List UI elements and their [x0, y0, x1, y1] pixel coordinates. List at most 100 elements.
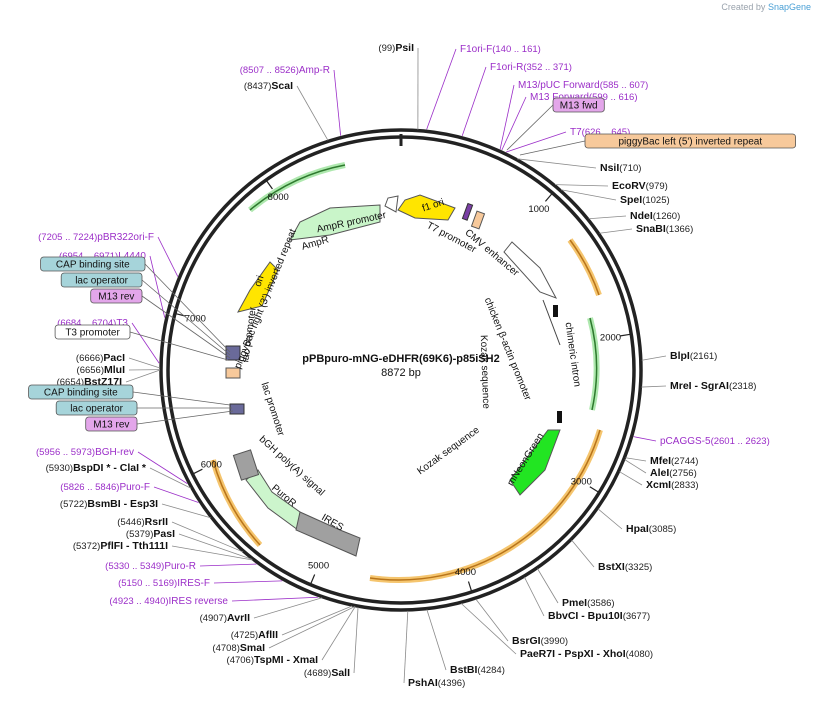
primer-name: F1ori-R: [490, 62, 523, 73]
features: [210, 162, 603, 583]
enzyme-label: HpaI(3085): [626, 523, 676, 535]
enzyme-name: PmeI: [562, 597, 587, 609]
inner-feature-label: Kozak sequence: [415, 425, 482, 478]
plasmid-name: pPBpuro-mNG-eDHFR(69K6)-p85iSH2: [302, 353, 499, 365]
enzyme-position: (5930): [46, 463, 73, 474]
backbone-outer-circle: [159, 128, 643, 612]
primer-name: pCAGGS-5: [660, 436, 711, 447]
plasmid-length: 8872 bp: [381, 367, 421, 379]
primer-leader-line: [506, 131, 567, 153]
enzyme-label: (5722)BsmBI - Esp3I: [60, 498, 158, 510]
enzyme-position: (5446): [117, 517, 144, 528]
enzyme-position: (4706): [227, 655, 254, 666]
primer-label: (6684 .. 6704)T3: [57, 318, 128, 329]
tick-mark: [620, 333, 631, 337]
orf-arc-ampr-core: [249, 164, 346, 211]
enzyme-position: (2161): [690, 351, 717, 362]
inner-feature-label: Kozak sequence: [478, 335, 492, 410]
primer-range: (6954 .. 6971): [59, 251, 118, 262]
primer-name: F1ori-F: [460, 44, 492, 55]
primer-range: (5826 .. 5846): [60, 482, 119, 493]
enzyme-label: (4706)TspMI - XmaI: [227, 654, 319, 666]
primer-label: F1ori-F(140 .. 161): [460, 44, 541, 55]
callout-box: [85, 416, 138, 432]
enzyme-name: MfeI: [650, 455, 671, 467]
enzyme-leader-line: [597, 508, 623, 530]
callout-box: [40, 256, 146, 272]
primer-label: T7(626 .. 645): [570, 127, 630, 138]
tick-label: 8000: [268, 192, 289, 203]
enzyme-name: BsrGI: [512, 635, 541, 647]
enzyme-leader-line: [321, 606, 356, 661]
enzyme-leader-line: [517, 158, 597, 169]
orf-arc-mng-core: [369, 429, 601, 581]
enzyme-name: AflII: [258, 629, 278, 641]
enzyme-leader-line: [426, 609, 447, 671]
callout-label: lac operator: [70, 404, 123, 415]
enzyme-position: (8437): [244, 81, 271, 92]
enzyme-label: (5372)PflFI - Tth111I: [73, 540, 168, 552]
primer-range: (7205 .. 7224): [38, 232, 97, 243]
enzyme-position: (6656): [77, 365, 104, 376]
enzyme-position: (4284): [477, 665, 504, 676]
callout-box: [552, 97, 605, 113]
enzyme-label: SnaBI(1366): [636, 223, 693, 235]
callout-leader-line: [141, 279, 231, 356]
callout-label: T3 promoter: [65, 328, 120, 339]
callout-leader-line: [519, 140, 586, 156]
enzyme-leader-line: [128, 357, 161, 369]
primer-label: F1ori-R(352 .. 371): [490, 62, 572, 73]
primer-leader-line: [426, 48, 457, 130]
callout-leader-line: [129, 331, 229, 361]
primer-range: (5330 .. 5349): [105, 561, 164, 572]
enzyme-label: (5446)RsrII: [117, 516, 168, 528]
primer-leader-line: [199, 563, 257, 567]
primer-label: (6954 .. 6971)L4440: [59, 251, 146, 262]
callout-label: M13 fwd: [560, 101, 598, 112]
primer-name: L4440: [118, 251, 146, 262]
intron-marker-2: [557, 411, 562, 423]
tick-label: 7000: [185, 314, 206, 325]
primer-label: (5826 .. 5846)Puro-F: [60, 482, 150, 493]
lac-stack-2: [229, 403, 245, 415]
enzyme-leader-line: [571, 539, 595, 568]
enzyme-leader-line: [149, 467, 192, 489]
primer-label: (7205 .. 7224)pBR322ori-F: [38, 232, 154, 243]
enzyme-leader-line: [624, 459, 647, 474]
enzyme-position: (4396): [438, 678, 465, 689]
enzyme-label: (99)PsiI: [378, 42, 414, 54]
tick-label: 2000: [600, 332, 621, 343]
enzyme-label: SpeI(1025): [620, 194, 670, 206]
enzyme-label: (4708)SmaI: [212, 642, 265, 654]
primer-labels: F1ori-F(140 .. 161) F1ori-R(352 .. 371) M1…: [36, 44, 770, 607]
enzyme-name: MluI: [104, 364, 125, 376]
primer-label: (5150 .. 5169)IRES-F: [118, 578, 210, 589]
primer-name: pBR322ori-F: [97, 232, 154, 243]
enzyme-leader-line: [353, 607, 359, 674]
tick-mark: [193, 468, 203, 475]
enzyme-leader-line: [555, 184, 609, 187]
tick-mark: [310, 574, 316, 584]
enzyme-position: (4725): [231, 630, 258, 641]
enzyme-leader-line: [641, 385, 667, 388]
enzyme-label: BlpI(2161): [670, 350, 717, 362]
tick-label: 4000: [455, 567, 476, 578]
enzyme-position: (6666): [76, 353, 103, 364]
enzyme-position: (2833): [671, 480, 698, 491]
callout-leader-line: [136, 410, 234, 425]
primer-name: Amp-R: [299, 65, 330, 76]
primer-range: (5150 .. 5169): [118, 578, 177, 589]
enzyme-leader-line: [537, 568, 559, 604]
enzyme-name: SnaBI: [636, 223, 666, 235]
primer-name: T3: [116, 318, 128, 329]
callout-label: M13 rev: [98, 292, 134, 303]
enzyme-label: BstBI(4284): [450, 664, 505, 676]
enzyme-leader-line: [625, 457, 647, 462]
enzyme-name: BsmBI - Esp3I: [87, 498, 158, 510]
orf-arc-cmv-core: [569, 239, 600, 296]
enzyme-position: (2744): [671, 456, 698, 467]
enzyme-position: (4689): [304, 668, 331, 679]
enzyme-leader-line: [125, 369, 161, 383]
